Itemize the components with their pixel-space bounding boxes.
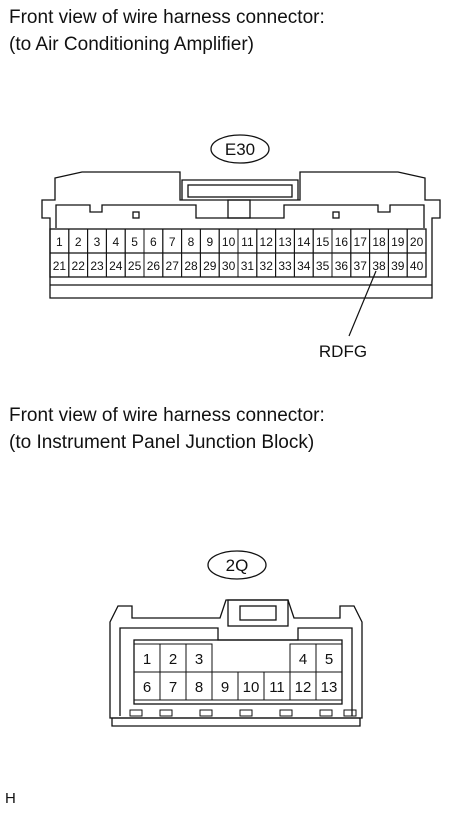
e30-pin-number: 36 xyxy=(335,259,349,273)
e30-pin-number: 29 xyxy=(203,259,217,273)
2q-pin-number: 5 xyxy=(325,651,333,668)
e30-pin-number: 34 xyxy=(297,259,311,273)
2q-foot xyxy=(199,709,213,717)
e30-pin-number: 18 xyxy=(372,235,386,249)
2q-pin-number: 2 xyxy=(169,651,177,668)
caption-line-2: (to Air Conditioning Amplifier) xyxy=(9,34,254,55)
e30-pin-number: 7 xyxy=(169,235,176,249)
rdfg-label: RDFG xyxy=(319,342,367,361)
figure-code: H xyxy=(5,790,16,807)
2q-pin-number: 4 xyxy=(299,651,307,668)
e30-pin-number: 31 xyxy=(241,259,255,273)
2q-pin-number: 12 xyxy=(295,679,312,696)
e30-pin-number: 14 xyxy=(297,235,311,249)
e30-pin-number: 11 xyxy=(241,235,254,249)
e30-pin-number: 12 xyxy=(260,235,274,249)
e30-pin-number: 4 xyxy=(112,235,119,249)
2q-foot xyxy=(319,709,333,717)
e30-pin-number: 2 xyxy=(75,235,82,249)
2q-latch-inner xyxy=(239,605,277,621)
e30-pin-number: 5 xyxy=(131,235,138,249)
rdfg-leader xyxy=(348,270,377,337)
2q-pin-number: 1 xyxy=(143,651,151,668)
e30-pin-number: 1 xyxy=(56,235,63,249)
2q-pin-number: 6 xyxy=(143,679,151,696)
2q-foot xyxy=(159,709,173,717)
e30-pin-number: 25 xyxy=(128,259,142,273)
2q-foot xyxy=(239,709,253,717)
e30-inner-frame xyxy=(55,204,425,228)
e30-key-left xyxy=(132,211,140,219)
e30-code-label: E30 xyxy=(225,140,255,159)
e30-pin-number: 30 xyxy=(222,259,236,273)
e30-pin-number: 13 xyxy=(278,235,292,249)
2q-foot xyxy=(279,709,293,717)
2q-pin-number: 13 xyxy=(321,679,338,696)
e30-body-outline xyxy=(41,171,441,299)
e30-pin-number: 27 xyxy=(166,259,180,273)
2q-code-label: 2Q xyxy=(226,556,249,575)
e30-code-oval xyxy=(210,134,270,164)
e30-pin-number: 22 xyxy=(72,259,86,273)
e30-pin-number: 19 xyxy=(391,235,405,249)
e30-pin-number: 20 xyxy=(410,235,424,249)
e30-pin-number: 21 xyxy=(53,259,67,273)
caption-line-1: Front view of wire harness connector: xyxy=(9,7,325,28)
connector-2q: 2Q xyxy=(109,550,363,727)
caption-e30: Front view of wire harness connector: (t… xyxy=(9,4,325,58)
2q-code-oval xyxy=(207,550,267,580)
2q-pin-number: 10 xyxy=(243,679,260,696)
e30-pin-number: 8 xyxy=(188,235,195,249)
connector-e30: E30 xyxy=(41,134,441,299)
e30-pin-number: 24 xyxy=(109,259,123,273)
2q-foot xyxy=(343,709,357,717)
e30-pin-number: 26 xyxy=(147,259,161,273)
2q-pin-cell xyxy=(315,671,343,701)
e30-pin-number: 17 xyxy=(354,235,368,249)
e30-pin-number: 37 xyxy=(354,259,368,273)
2q-base xyxy=(111,717,361,727)
2q-foot xyxy=(129,709,143,717)
e30-pin-number: 6 xyxy=(150,235,157,249)
e30-latch-inner xyxy=(187,184,293,198)
e30-pin-cell xyxy=(406,252,427,278)
e30-pin-number: 16 xyxy=(335,235,349,249)
e30-key-right xyxy=(332,211,340,219)
e30-pin-number: 28 xyxy=(184,259,198,273)
e30-pin-number: 9 xyxy=(206,235,213,249)
e30-pin-number: 40 xyxy=(410,259,424,273)
2q-pin-number: 8 xyxy=(195,679,203,696)
e30-pin-number: 32 xyxy=(260,259,274,273)
e30-pin-number: 10 xyxy=(222,235,236,249)
2q-latch xyxy=(227,599,289,627)
2q-feet xyxy=(129,709,357,717)
e30-pin-number: 39 xyxy=(391,259,405,273)
e30-pin-number: 3 xyxy=(94,235,101,249)
caption-line-2: (to Instrument Panel Junction Block) xyxy=(9,432,315,453)
e30-pin-number: 33 xyxy=(278,259,292,273)
2q-pin-number: 3 xyxy=(195,651,203,668)
2q-pin-number: 11 xyxy=(269,679,285,696)
e30-latch-key xyxy=(227,199,251,219)
e30-pin-number: 23 xyxy=(90,259,104,273)
caption-line-1: Front view of wire harness connector: xyxy=(9,405,325,426)
caption-2q: Front view of wire harness connector: (t… xyxy=(9,402,325,456)
2q-pin-number: 9 xyxy=(221,679,229,696)
e30-pin-number: 38 xyxy=(372,259,386,273)
2q-pin-number: 7 xyxy=(169,679,177,696)
e30-pin-number: 15 xyxy=(316,235,330,249)
e30-latch xyxy=(181,179,299,200)
e30-pin-number: 35 xyxy=(316,259,330,273)
